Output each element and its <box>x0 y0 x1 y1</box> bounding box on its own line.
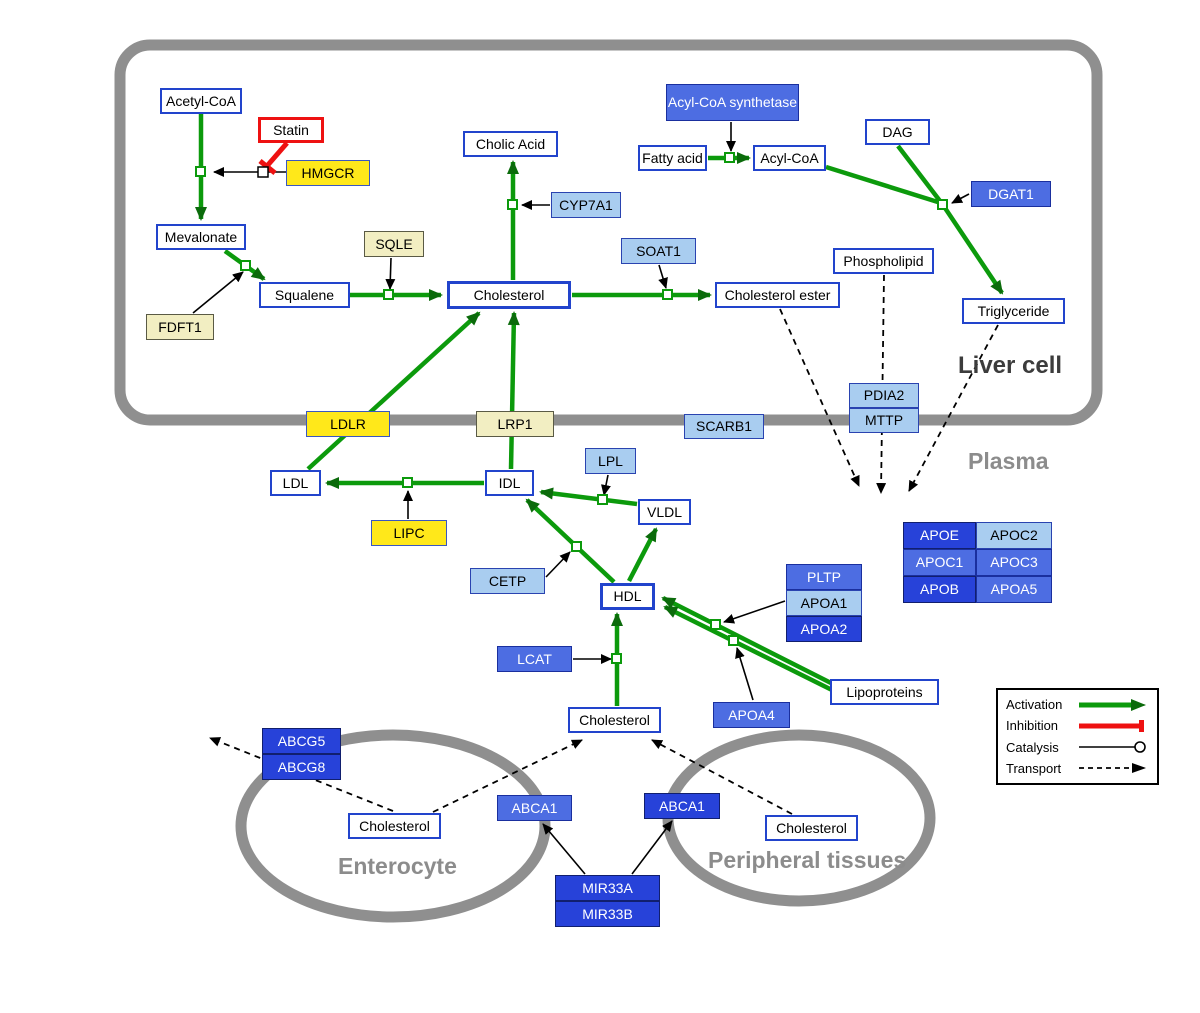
node-lipc[interactable]: LIPC <box>371 520 447 546</box>
legend-transport-label: Transport <box>1006 760 1062 776</box>
node-cetp[interactable]: CETP <box>470 568 545 594</box>
node-acetyl-coa[interactable]: Acetyl-CoA <box>160 88 242 114</box>
legend: Activation Inhibition Catalysis Transpor… <box>996 688 1159 785</box>
node-soat1[interactable]: SOAT1 <box>621 238 696 264</box>
node-acyl-coa[interactable]: Acyl-CoA <box>753 145 826 171</box>
node-cyp7a1[interactable]: CYP7A1 <box>551 192 621 218</box>
legend-inhibition-label: Inhibition <box>1006 718 1059 734</box>
node-fdft1[interactable]: FDFT1 <box>146 314 214 340</box>
enterocyte-label: Enterocyte <box>338 853 457 879</box>
legend-row-catalysis: Catalysis <box>1006 740 1149 755</box>
node-hdl[interactable]: HDL <box>600 583 655 610</box>
node-phospholipid[interactable]: Phospholipid <box>833 248 934 274</box>
node-mir33b[interactable]: MIR33B <box>555 901 660 927</box>
liver-cell-membrane <box>114 39 1103 426</box>
node-lpl[interactable]: LPL <box>585 448 636 474</box>
catalysis-edges <box>192 122 970 875</box>
node-apoe[interactable]: APOE <box>903 522 976 549</box>
node-apoa4[interactable]: APOA4 <box>713 702 790 728</box>
node-apoa1[interactable]: APOA1 <box>786 590 862 616</box>
node-apoc2[interactable]: APOC2 <box>976 522 1052 549</box>
plasma-label: Plasma <box>968 448 1049 474</box>
node-cholesterol-enterocyte[interactable]: Cholesterol <box>348 813 441 839</box>
node-lrp1[interactable]: LRP1 <box>476 411 554 437</box>
node-abca1-enterocyte[interactable]: ABCA1 <box>497 795 572 821</box>
peripheral-tissues-label: Peripheral tissues <box>708 847 907 873</box>
legend-row-transport: Transport <box>1006 761 1149 776</box>
legend-catalysis-label: Catalysis <box>1006 739 1059 755</box>
node-apoc1[interactable]: APOC1 <box>903 549 976 576</box>
node-acyl-coa-synthetase[interactable]: Acyl-CoA synthetase <box>666 84 799 121</box>
node-abcg5[interactable]: ABCG5 <box>262 728 341 754</box>
node-apob[interactable]: APOB <box>903 576 976 603</box>
node-abca1-peripheral[interactable]: ABCA1 <box>644 793 720 819</box>
node-pdia2[interactable]: PDIA2 <box>849 383 919 408</box>
node-cholic-acid[interactable]: Cholic Acid <box>463 131 558 157</box>
node-squalene[interactable]: Squalene <box>259 282 350 308</box>
node-sqle[interactable]: SQLE <box>364 231 424 257</box>
node-cholesterol-ester[interactable]: Cholesterol ester <box>715 282 840 308</box>
activation-arrow-icon <box>1079 698 1146 711</box>
node-mttp[interactable]: MTTP <box>849 408 919 433</box>
node-triglyceride[interactable]: Triglyceride <box>962 298 1065 324</box>
node-hmgcr[interactable]: HMGCR <box>286 160 370 186</box>
node-cholesterol-liver[interactable]: Cholesterol <box>447 281 571 309</box>
activation-edges <box>195 114 1004 706</box>
legend-row-activation: Activation <box>1006 697 1149 712</box>
node-dag[interactable]: DAG <box>865 119 930 145</box>
node-vldl[interactable]: VLDL <box>638 499 691 525</box>
liver-cell-label: Liver cell <box>958 352 1063 379</box>
node-dgat1[interactable]: DGAT1 <box>971 181 1051 207</box>
node-lipoproteins[interactable]: Lipoproteins <box>830 679 939 705</box>
reaction-nodes <box>195 152 948 664</box>
node-scarb1[interactable]: SCARB1 <box>684 414 764 439</box>
transport-edges <box>209 274 999 815</box>
node-mevalonate[interactable]: Mevalonate <box>156 224 246 250</box>
node-apoa2[interactable]: APOA2 <box>786 616 862 642</box>
node-idl[interactable]: IDL <box>485 470 534 496</box>
catalysis-circle-icon <box>1079 741 1146 753</box>
node-mir33a[interactable]: MIR33A <box>555 875 660 901</box>
node-ldl[interactable]: LDL <box>270 470 321 496</box>
node-statin[interactable]: Statin <box>258 117 324 143</box>
node-lcat[interactable]: LCAT <box>497 646 572 672</box>
legend-row-inhibition: Inhibition <box>1006 718 1149 733</box>
node-pltp[interactable]: PLTP <box>786 564 862 590</box>
node-cholesterol-plasma[interactable]: Cholesterol <box>568 707 661 733</box>
node-apoc3[interactable]: APOC3 <box>976 549 1052 576</box>
node-fatty-acid[interactable]: Fatty acid <box>638 145 707 171</box>
node-abcg8[interactable]: ABCG8 <box>262 754 341 780</box>
node-cholesterol-peripheral[interactable]: Cholesterol <box>765 815 858 841</box>
node-ldlr[interactable]: LDLR <box>306 411 390 437</box>
inhibition-tbar-icon <box>1079 719 1144 732</box>
node-apoa5[interactable]: APOA5 <box>976 576 1052 603</box>
legend-activation-label: Activation <box>1006 697 1063 713</box>
transport-dashed-arrow-icon <box>1079 763 1146 774</box>
